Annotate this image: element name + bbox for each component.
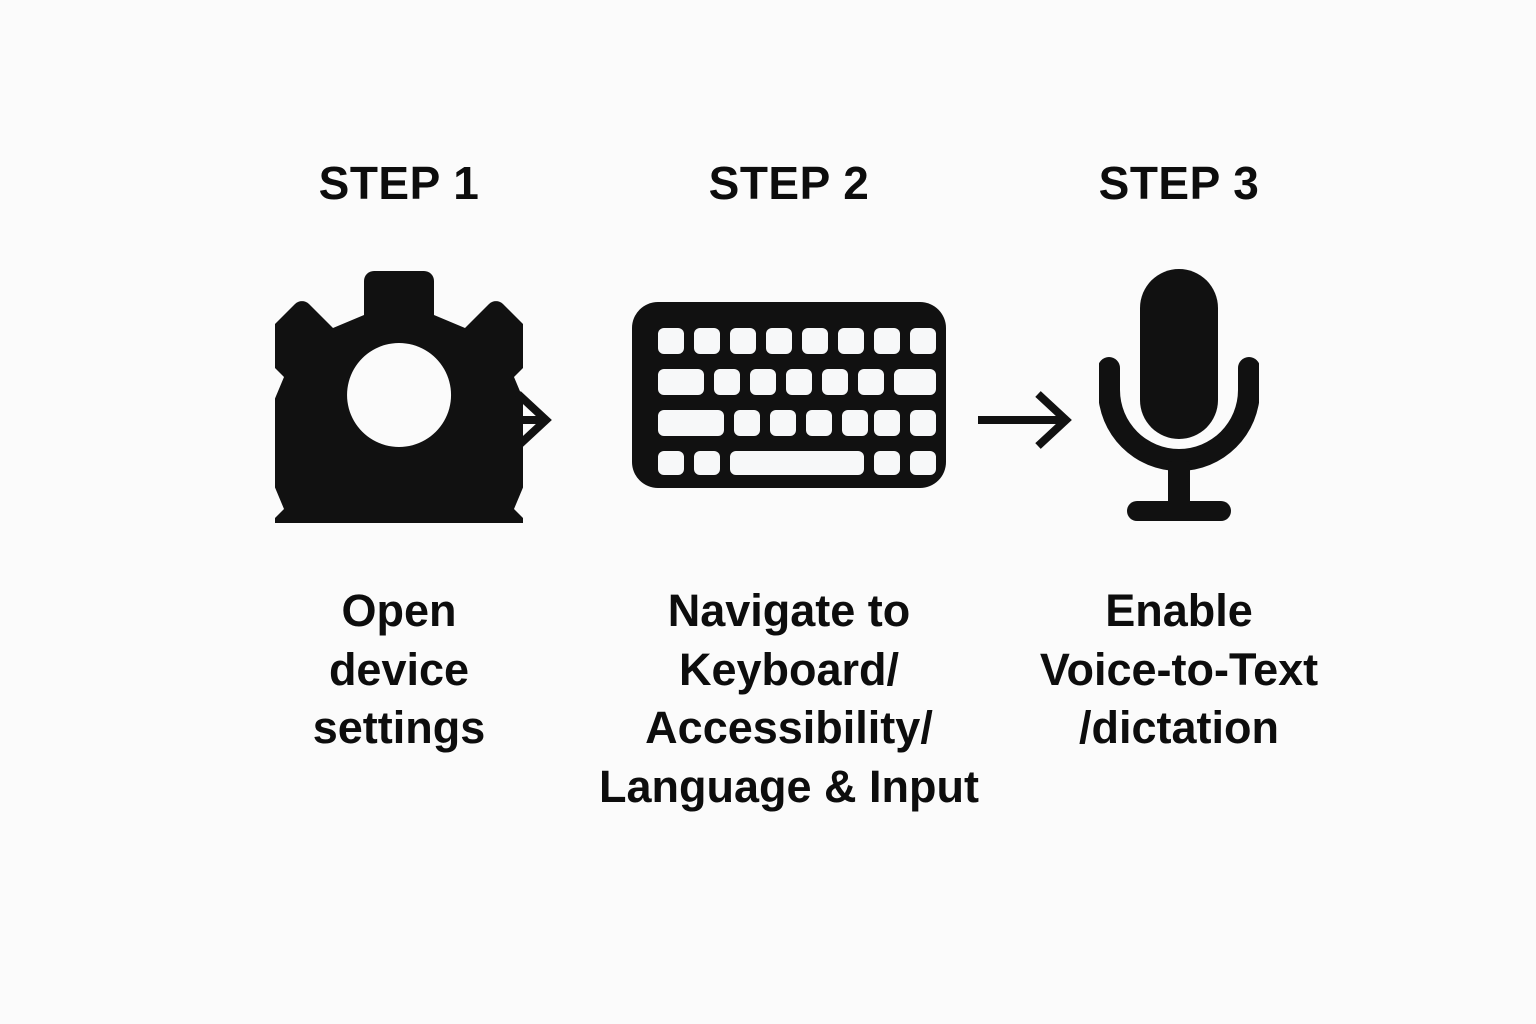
- arrow-right-icon: [978, 391, 1072, 449]
- gear-icon: [275, 271, 523, 523]
- step-1: STEP 1 Open device settings: [204, 0, 594, 758]
- step-3-caption: Enable Voice-to-Text /dictation: [1039, 585, 1319, 753]
- step-2-heading: STEP 2: [708, 157, 870, 209]
- microphone-icon: [1099, 269, 1259, 521]
- step-1-caption: Open device settings: [312, 585, 486, 753]
- step-3-icon-wrap: [1099, 260, 1259, 530]
- step-1-icon-wrap: [275, 260, 523, 530]
- connector-arrow-2: [968, 375, 1088, 465]
- step-2-icon-wrap: [632, 260, 946, 530]
- connector-arrow-1: [448, 375, 568, 465]
- step-2: STEP 2: [594, 0, 984, 816]
- step-1-heading: STEP 1: [318, 157, 480, 209]
- step-3: STEP 3 Enable Voice-to-Te: [984, 0, 1374, 758]
- keyboard-icon: [632, 302, 946, 488]
- step-3-heading: STEP 3: [1098, 157, 1260, 209]
- step-2-caption: Navigate to Keyboard/ Accessibility/ Lan…: [599, 585, 979, 812]
- arrow-right-icon: [458, 391, 552, 449]
